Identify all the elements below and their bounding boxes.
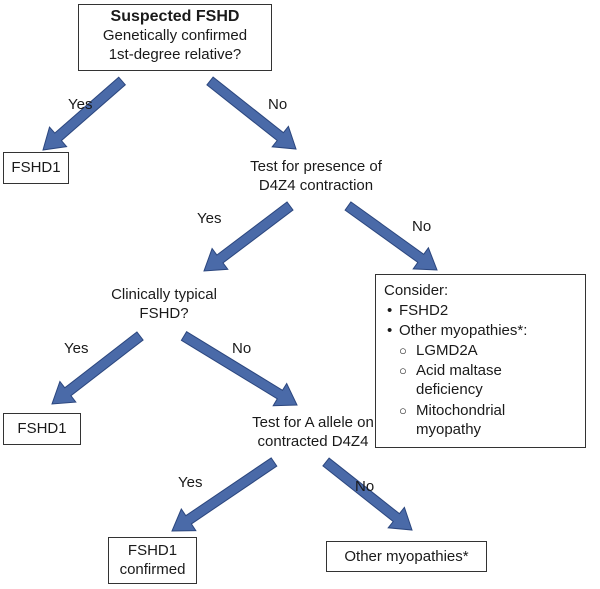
fshd1-top-node bbox=[3, 152, 69, 184]
test-d4z4-line1: Test for presence of bbox=[250, 158, 382, 175]
fshd1-confirmed-line1: FSHD1 bbox=[127, 542, 178, 559]
consider-sub-marker-2: ○ bbox=[399, 363, 407, 378]
arrow-test-d4z4-to-consider bbox=[344, 201, 438, 271]
edge-label-no-1: No bbox=[268, 96, 288, 113]
other-myopathies-node bbox=[326, 541, 487, 572]
consider-sub-acid-maltase-line1: Acid maltase bbox=[416, 362, 502, 379]
consider-box bbox=[375, 274, 586, 448]
consider-sub-acid-maltase-line2: deficiency bbox=[416, 381, 483, 398]
consider-sub-mito-line2: myopathy bbox=[416, 421, 482, 438]
test-d4z4-line2: D4Z4 contraction bbox=[258, 177, 374, 194]
other-myopathies-label: Other myopathies* bbox=[344, 548, 469, 565]
edge-label-no-2: No bbox=[412, 218, 432, 235]
test-a-allele-line1: Test for A allele on bbox=[252, 414, 374, 431]
fshd1-top-label: FSHD1 bbox=[11, 159, 61, 176]
edge-label-no-4: No bbox=[355, 478, 375, 495]
consider-heading: Consider: bbox=[384, 282, 449, 299]
consider-sub-lgmd2a: LGMD2A bbox=[416, 342, 478, 359]
arrow-start-to-fshd1 bbox=[42, 76, 127, 151]
fshd1-confirmed-node bbox=[108, 537, 197, 584]
consider-bullet-other-myopathies: Other myopathies*: bbox=[399, 322, 528, 339]
arrow-start-to-test-d4z4 bbox=[206, 76, 297, 150]
consider-bullet-fshd2: FSHD2 bbox=[399, 302, 449, 319]
edge-label-yes-1: Yes bbox=[68, 96, 93, 113]
edge-label-yes-3: Yes bbox=[64, 340, 89, 357]
fshd1-mid-label: FSHD1 bbox=[17, 420, 67, 437]
consider-sub-marker-1: ○ bbox=[399, 343, 407, 358]
arrow-test-a-allele-to-confirmed bbox=[171, 457, 278, 532]
arrow-clinical-to-test-a-allele bbox=[180, 331, 298, 407]
arrow-test-a-allele-to-other bbox=[322, 457, 413, 531]
fshd1-mid-node bbox=[3, 413, 81, 445]
edge-label-no-3: No bbox=[232, 340, 252, 357]
consider-sub-mito-line1: Mitochondrial bbox=[416, 402, 506, 419]
arrow-test-d4z4-to-clinical bbox=[203, 201, 294, 272]
start-node-title: Suspected FSHD bbox=[110, 8, 240, 25]
edge-label-yes-4: Yes bbox=[178, 474, 203, 491]
start-node bbox=[78, 4, 272, 71]
clinical-line2: FSHD? bbox=[139, 305, 189, 322]
consider-bullet-marker-1: • bbox=[387, 302, 393, 319]
clinical-line1: Clinically typical bbox=[111, 286, 217, 303]
arrow-clinical-to-fshd1 bbox=[51, 331, 144, 405]
fshd1-confirmed-line2: confirmed bbox=[119, 561, 186, 578]
consider-bullet-marker-2: • bbox=[387, 322, 393, 339]
edge-label-yes-2: Yes bbox=[197, 210, 222, 227]
start-node-line3: 1st-degree relative? bbox=[108, 46, 242, 63]
test-a-allele-line2: contracted D4Z4 bbox=[257, 433, 369, 450]
consider-sub-marker-3: ○ bbox=[399, 403, 407, 418]
start-node-line2: Genetically confirmed bbox=[102, 27, 248, 44]
